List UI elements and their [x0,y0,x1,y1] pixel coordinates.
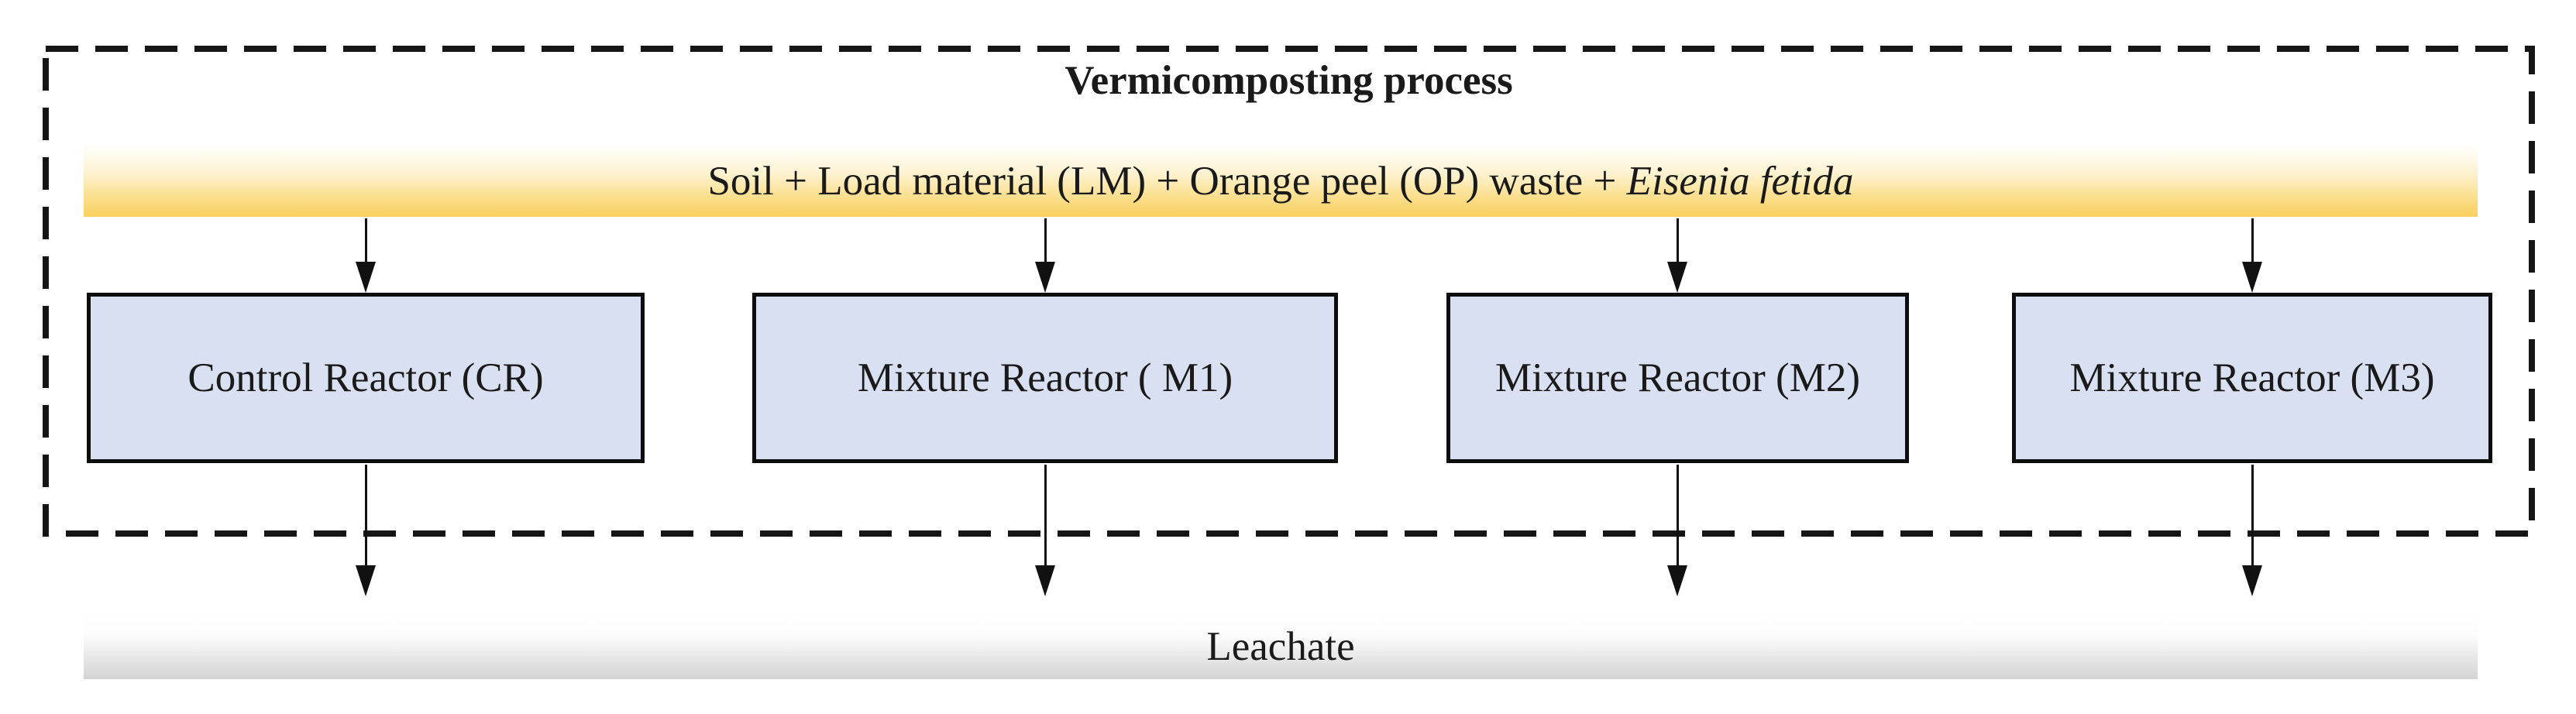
arrow-head-icon [2242,565,2262,596]
input-mixture-label: Soil + Load material (LM) + Orange peel … [707,159,1854,204]
reactor-box-control: Control Reactor (CR) [87,293,645,463]
arrow-shaft [364,218,367,262]
reactor-box-m2: Mixture Reactor (M2) [1446,293,1909,463]
reactor-box-m1: Mixture Reactor ( M1) [752,293,1338,463]
arrow-head-icon [1667,262,1687,293]
arrow-shaft [364,465,367,565]
arrow-shaft [1676,465,1679,565]
down-arrow-to-control-reactor [356,218,376,293]
down-arrow-m2-to-leachate [1667,465,1687,596]
arrow-shaft [2251,465,2254,565]
down-arrow-to-mixture-reactor-m1 [1035,218,1055,293]
figure-title: Vermicomposting process [1064,58,1513,103]
input-mixture-bar: Soil + Load material (LM) + Orange peel … [84,146,2478,217]
down-arrow-m3-to-leachate [2242,465,2262,596]
arrow-shaft [1044,218,1047,262]
arrow-head-icon [356,565,376,596]
arrow-head-icon [356,262,376,293]
arrow-shaft [2251,218,2254,262]
down-arrow-control-to-leachate [356,465,376,596]
leachate-output-bar: Leachate [84,614,2478,679]
arrow-head-icon [1035,565,1055,596]
leachate-label: Leachate [1206,624,1355,669]
down-arrow-m1-to-leachate [1035,465,1055,596]
arrow-shaft [1676,218,1679,262]
down-arrow-to-mixture-reactor-m3 [2242,218,2262,293]
down-arrow-to-mixture-reactor-m2 [1667,218,1687,293]
arrow-head-icon [1667,565,1687,596]
arrow-head-icon [1035,262,1055,293]
arrow-head-icon [2242,262,2262,293]
arrow-shaft [1044,465,1047,565]
species-name-italic: Eisenia fetida [1626,159,1854,204]
reactor-box-m3: Mixture Reactor (M3) [2012,293,2492,463]
